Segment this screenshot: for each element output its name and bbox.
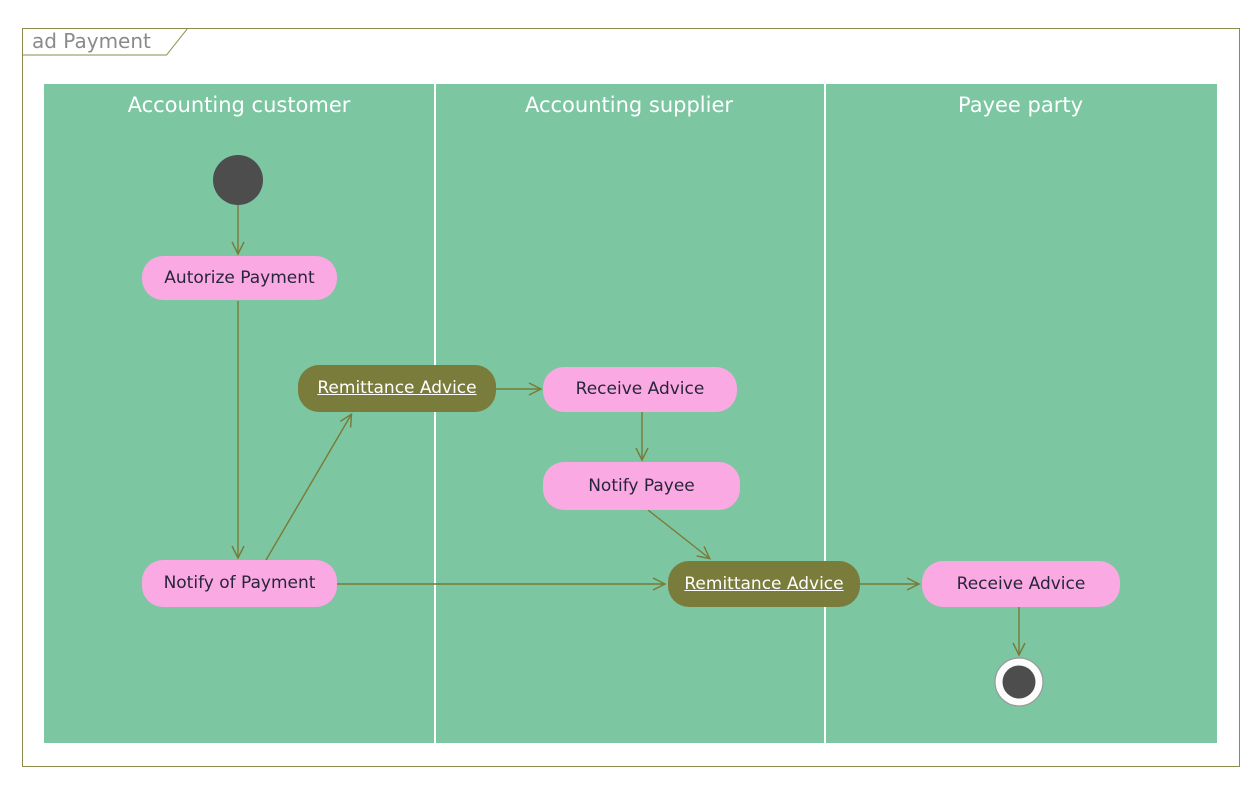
frame-title: ad Payment	[32, 29, 151, 53]
action-node-notify-payee[interactable]: Notify Payee	[543, 462, 740, 510]
lane-divider-2	[824, 84, 826, 743]
edge-notify-of-payment-to-remittance-advice-1	[265, 412, 353, 561]
edge-notify-payee-to-remittance-advice-2	[647, 509, 712, 560]
initial-node[interactable]	[213, 155, 263, 205]
frame-tab-shape	[22, 28, 189, 56]
object-node-label: Remittance Advice	[684, 574, 844, 594]
lane-divider-1	[434, 84, 436, 743]
lane-header-accounting-supplier: Accounting supplier	[524, 93, 734, 117]
edges-layer	[213, 155, 1044, 707]
action-node-label: Receive Advice	[956, 574, 1086, 594]
action-node-label: Autorize Payment	[164, 268, 315, 288]
action-node-receive-advice-payee[interactable]: Receive Advice	[922, 561, 1120, 607]
action-node-label: Receive Advice	[575, 379, 705, 399]
action-node-notify-of-payment[interactable]: Notify of Payment	[142, 560, 337, 607]
lane-header-accounting-customer: Accounting customer	[127, 93, 351, 117]
object-node-remittance-advice-2[interactable]: Remittance Advice	[668, 561, 860, 607]
action-node-label: Notify of Payment	[163, 573, 316, 593]
activity-diagram: Accounting customer Accounting supplier …	[44, 84, 1217, 743]
frame-tab: ad Payment	[22, 28, 190, 56]
object-node-remittance-advice-1[interactable]: Remittance Advice	[298, 365, 496, 412]
action-node-label: Notify Payee	[588, 476, 695, 496]
action-node-autorize-payment[interactable]: Autorize Payment	[142, 256, 337, 300]
lane-header-payee-party: Payee party	[957, 93, 1084, 117]
activity-final-node[interactable]	[994, 657, 1044, 707]
object-node-label: Remittance Advice	[317, 378, 477, 398]
action-node-receive-advice-supplier[interactable]: Receive Advice	[543, 367, 737, 412]
